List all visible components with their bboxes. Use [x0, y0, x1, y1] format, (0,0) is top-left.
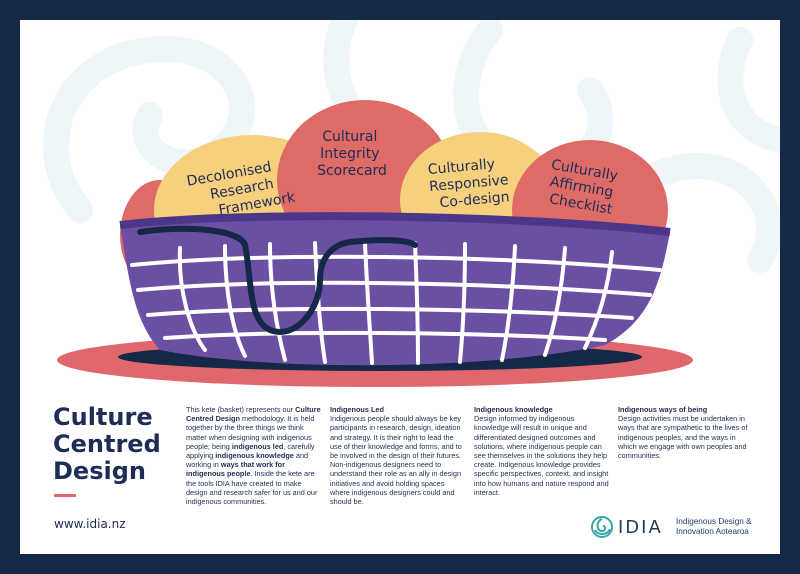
koru-icon [591, 516, 613, 538]
column-heading: Indigenous Led [330, 405, 384, 414]
column-indigenous-led: Indigenous Led Indigenous people should … [330, 405, 466, 506]
logo-tagline-2: Innovation Aotearoa [676, 527, 749, 536]
logo-tagline-1: Indigenous Design & [676, 517, 752, 526]
egg-label-line: Responsive [429, 172, 510, 195]
column-heading: Indigenous knowledge [474, 405, 553, 414]
title-line-3: Design [53, 457, 146, 485]
basket-weave [130, 241, 662, 365]
column-body: Indigenous people should always be key p… [330, 414, 462, 507]
egg-label-responsive: Culturally Responsive Co-design [427, 155, 515, 212]
intro-column: This kete (basket) represents our Cultur… [186, 405, 322, 506]
poster: Decolonised Research Framework Cultural … [20, 20, 780, 554]
egg-label-line: Culturally [427, 156, 495, 178]
egg-label-line: Co-design [439, 189, 510, 211]
column-indigenous-ways: Indigenous ways of being Design activiti… [618, 405, 754, 460]
title-divider [54, 494, 76, 497]
column-body: Design activities must be undertaken in … [618, 414, 748, 461]
egg-label-line: Cultural [322, 129, 377, 145]
intro-text: This kete (basket) represents our Cultur… [186, 405, 321, 507]
egg-label-line: Integrity [320, 146, 379, 162]
logo-name: IDIA [618, 517, 663, 538]
logo-tagline: Indigenous Design & Innovation Aotearoa [676, 517, 780, 537]
column-body: Design informed by indigenous knowledge … [474, 414, 609, 497]
egg-label-integrity: Cultural Integrity Scorecard [317, 129, 387, 179]
basket-handle [137, 225, 418, 335]
title-line-2: Centred [53, 430, 161, 458]
egg-label-line: Scorecard [317, 163, 387, 179]
kete-illustration: Decolonised Research Framework Cultural … [43, 20, 780, 387]
column-heading: Indigenous ways of being [618, 405, 708, 414]
website-link[interactable]: www.idia.nz [54, 517, 126, 531]
page-title: Culture Centred Design [53, 404, 161, 485]
basket [118, 212, 671, 371]
title-line-1: Culture [53, 403, 153, 431]
column-indigenous-knowledge: Indigenous knowledge Design informed by … [474, 405, 610, 497]
